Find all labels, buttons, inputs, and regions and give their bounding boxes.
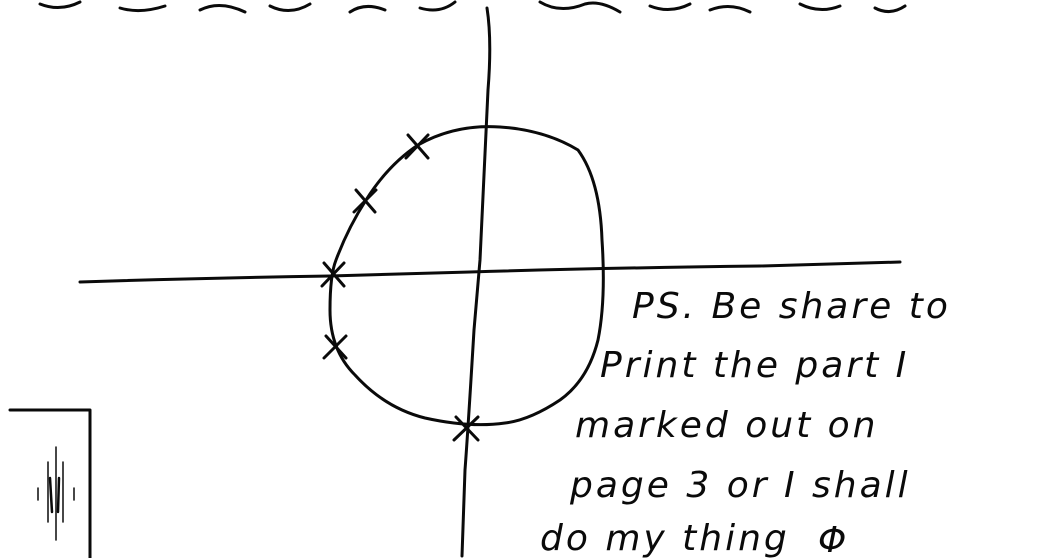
ps-line: Print the part I <box>600 345 909 386</box>
x-mark <box>354 190 376 212</box>
horizontal-axis <box>80 262 900 282</box>
ps-line: do my thing <box>540 518 790 558</box>
ps-line: page 3 or I shall <box>569 465 911 506</box>
ps-line: marked out on <box>575 405 878 446</box>
vertical-axis <box>462 8 490 556</box>
signature-mark: Φ <box>818 520 849 558</box>
x-marks <box>322 135 478 440</box>
inset-box <box>10 410 90 558</box>
x-mark <box>406 135 428 158</box>
cropped-top-text <box>40 2 905 12</box>
ps-line: PS. Be share to <box>632 286 951 327</box>
